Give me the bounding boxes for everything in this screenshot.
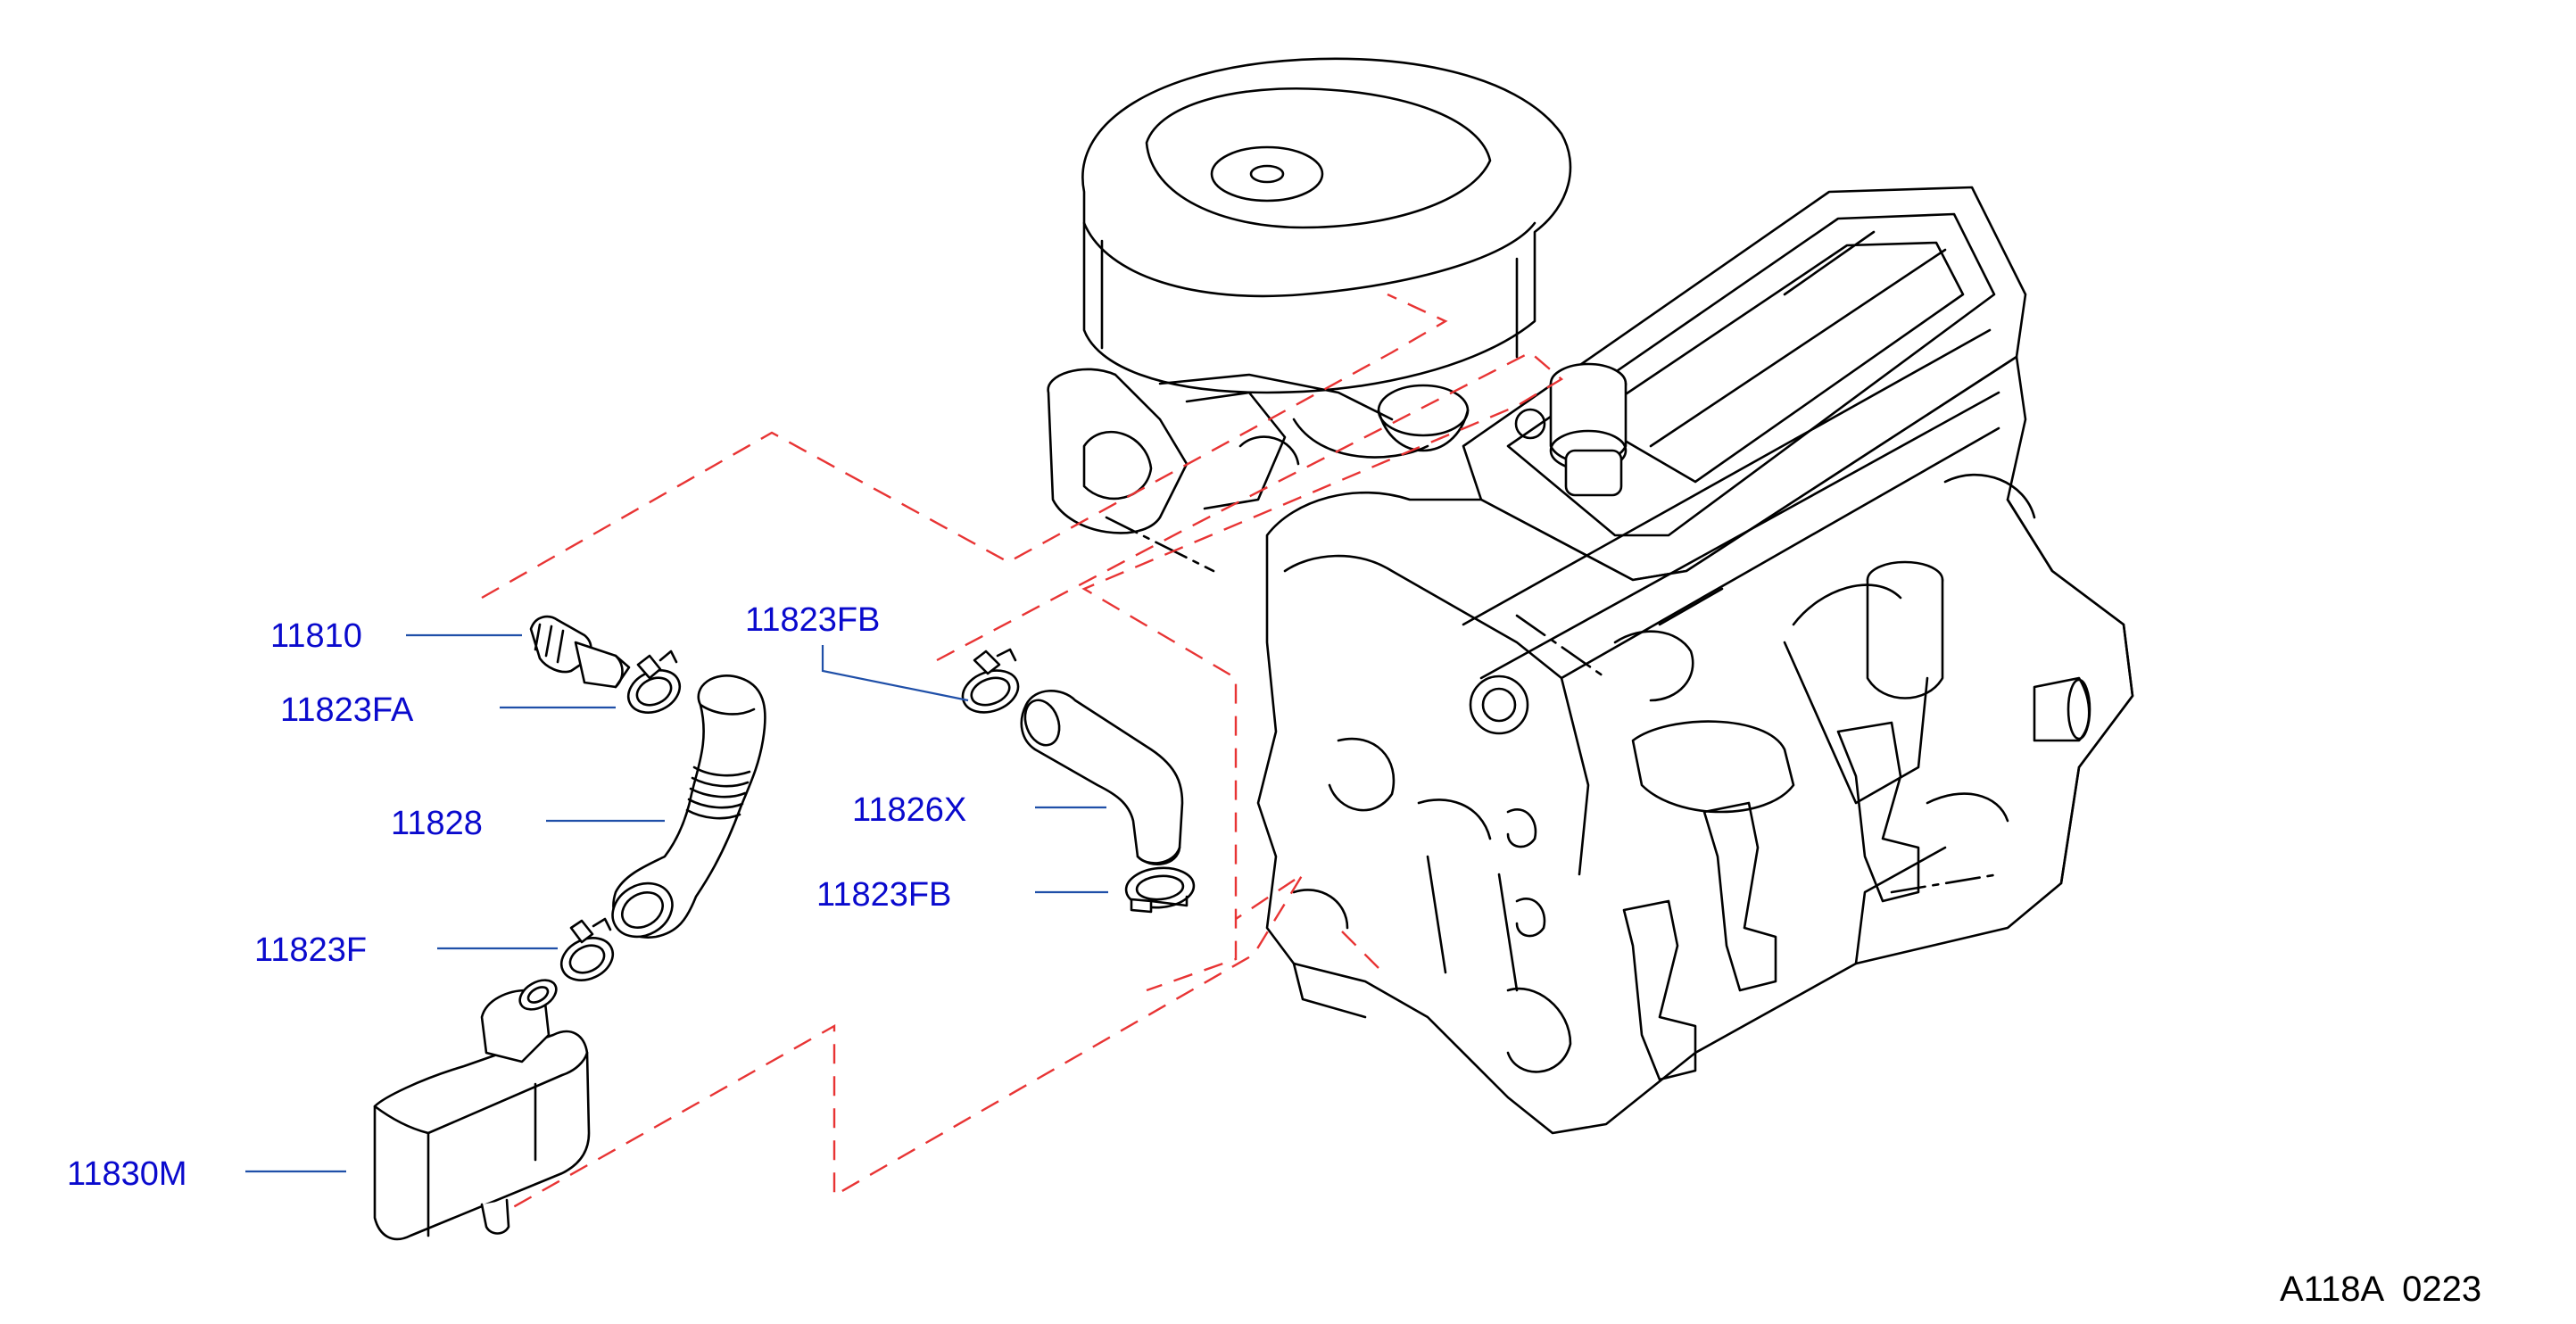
hose-routing bbox=[481, 293, 1564, 1224]
label-11823fa[interactable]: 11823FA bbox=[280, 691, 414, 729]
clamp-11823fa-part bbox=[626, 650, 682, 714]
label-11823f[interactable]: 11823F bbox=[254, 931, 367, 969]
leader-lines bbox=[245, 633, 1108, 1173]
engine-illustration bbox=[1047, 57, 2134, 1135]
elbow-hose-11826x-part bbox=[1020, 690, 1184, 865]
oil-separator-11830m-part bbox=[373, 979, 591, 1241]
label-11826x[interactable]: 11826X bbox=[852, 791, 966, 829]
oil-filler-cap bbox=[1549, 362, 1628, 497]
label-11823fb-top[interactable]: 11823FB bbox=[745, 601, 880, 639]
label-11810[interactable]: 11810 bbox=[270, 617, 362, 655]
clamp-11823f-part bbox=[559, 917, 615, 981]
clamp-11823fb-top-part bbox=[961, 648, 1020, 714]
label-11823fb-bottom[interactable]: 11823FB bbox=[816, 876, 951, 914]
label-11828[interactable]: 11828 bbox=[391, 805, 483, 842]
engine-block bbox=[1256, 328, 2134, 1135]
breather-cap bbox=[1377, 384, 1546, 452]
drawing-reference-code: A118A 0223 bbox=[2280, 1270, 2481, 1309]
hose-11828-part bbox=[611, 674, 766, 939]
air-cleaner bbox=[1081, 57, 1572, 394]
leader-11823fb-top bbox=[821, 645, 969, 702]
pcv-valve-part bbox=[529, 615, 631, 689]
route-front bbox=[481, 293, 1448, 600]
route-short bbox=[1338, 927, 1379, 969]
route-lower bbox=[485, 873, 1305, 1224]
part-labels: 11810 11823FA 11828 11823F 11830M 11823F… bbox=[67, 601, 966, 1193]
clamp-11823fb-bottom-part bbox=[1124, 866, 1196, 914]
intake-manifold bbox=[1047, 368, 1429, 573]
label-11830m[interactable]: 11830M bbox=[67, 1155, 187, 1193]
